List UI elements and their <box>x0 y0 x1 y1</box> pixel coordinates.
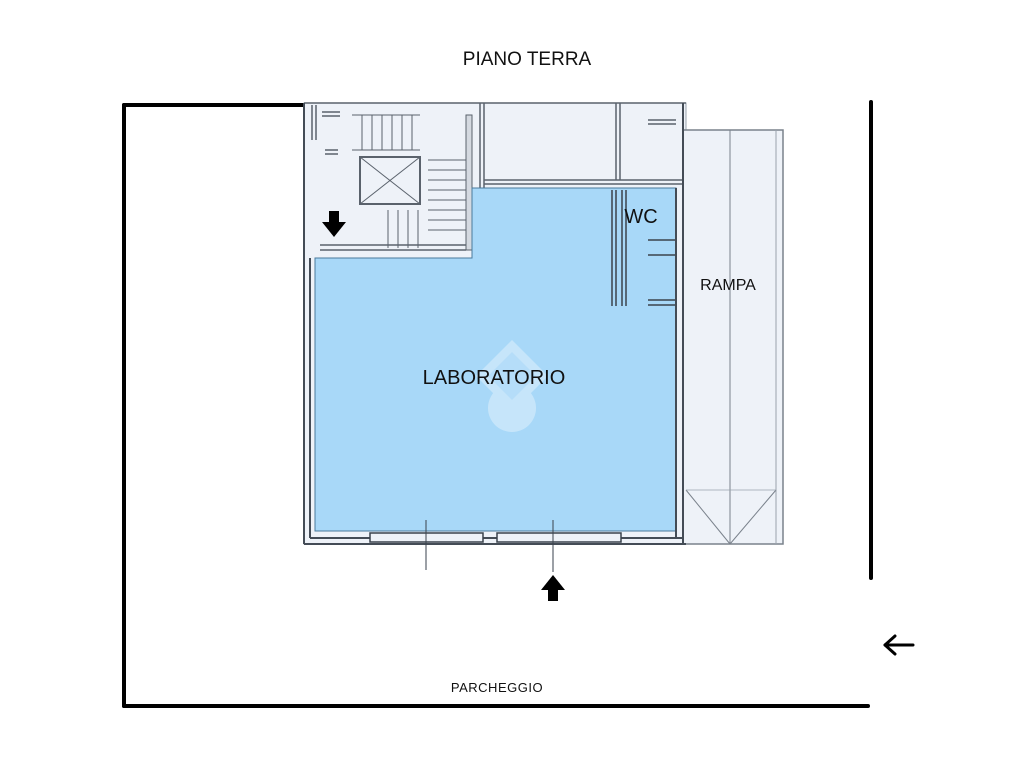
upper-partitions <box>304 102 686 188</box>
arrow-left-icon <box>883 634 915 656</box>
stair-steps <box>352 114 466 248</box>
wc-partitions <box>611 190 676 306</box>
lift-shaft <box>359 156 421 205</box>
logo-watermark-icon <box>476 340 548 432</box>
lot-perimeter <box>122 100 873 708</box>
parking-label: PARCHEGGIO <box>451 680 543 695</box>
room-laboratorio-label: LABORATORIO <box>423 367 566 389</box>
room-wc-label: WC <box>624 206 657 228</box>
front-openings <box>369 520 622 572</box>
arrow-down-icon <box>322 211 346 237</box>
ramp-label: RAMPA <box>700 277 756 294</box>
ramp-area <box>682 129 784 545</box>
floor-title: PIANO TERRA <box>463 49 592 70</box>
arrow-up-icon <box>541 575 565 601</box>
stair-core <box>320 114 473 251</box>
ramp <box>682 129 784 545</box>
